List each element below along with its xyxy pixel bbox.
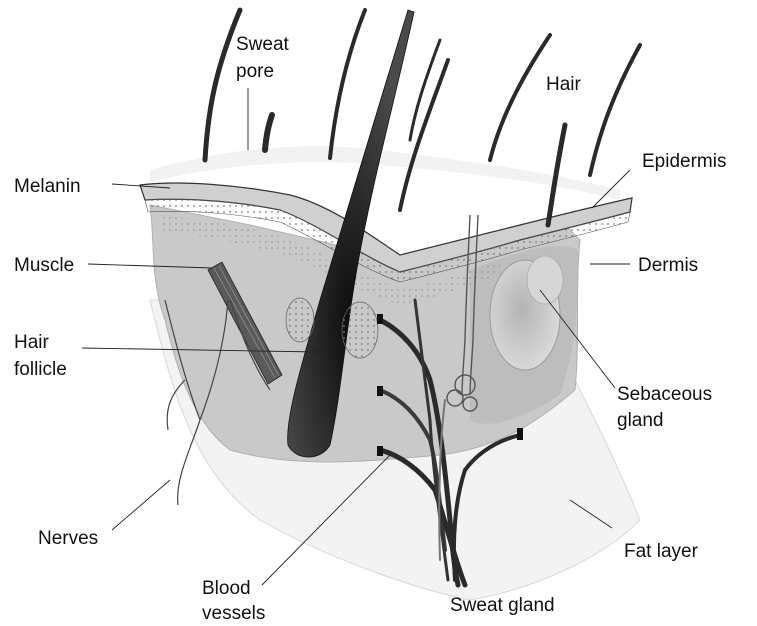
label-hair-follicle-line2: follicle — [14, 359, 67, 380]
vessel-end — [377, 314, 383, 324]
leader-nerves — [112, 480, 170, 530]
vessel-end — [377, 386, 383, 396]
hair-strand — [330, 10, 365, 158]
label-hair-follicle-line1: Hair — [14, 332, 50, 353]
hair-strand — [265, 115, 272, 150]
vessel-end — [517, 428, 523, 440]
hair-strand — [490, 35, 550, 160]
label-blood-vessels-line1: Blood — [202, 578, 251, 599]
label-muscle: Muscle — [14, 255, 74, 276]
label-sweat-pore-line2: pore — [236, 61, 274, 82]
label-sebaceous-line1: Sebaceous — [617, 384, 712, 405]
label-sweat-gland: Sweat gland — [450, 595, 555, 616]
label-hair: Hair — [546, 74, 582, 95]
label-blood-vessels-line2: vessels — [202, 603, 265, 624]
sebaceous-lobule — [286, 298, 314, 342]
hair-strand — [590, 45, 640, 175]
vessel-end — [377, 446, 383, 456]
label-sebaceous-line2: gland — [617, 410, 664, 431]
label-sweat-pore-line1: Sweat — [236, 34, 290, 55]
hair-strand — [205, 10, 240, 160]
label-fat-layer: Fat layer — [624, 541, 699, 562]
label-dermis: Dermis — [638, 255, 698, 276]
label-melanin: Melanin — [14, 176, 81, 197]
label-epidermis: Epidermis — [642, 151, 726, 172]
sebaceous-lobule — [342, 302, 378, 358]
label-nerves: Nerves — [38, 528, 98, 549]
